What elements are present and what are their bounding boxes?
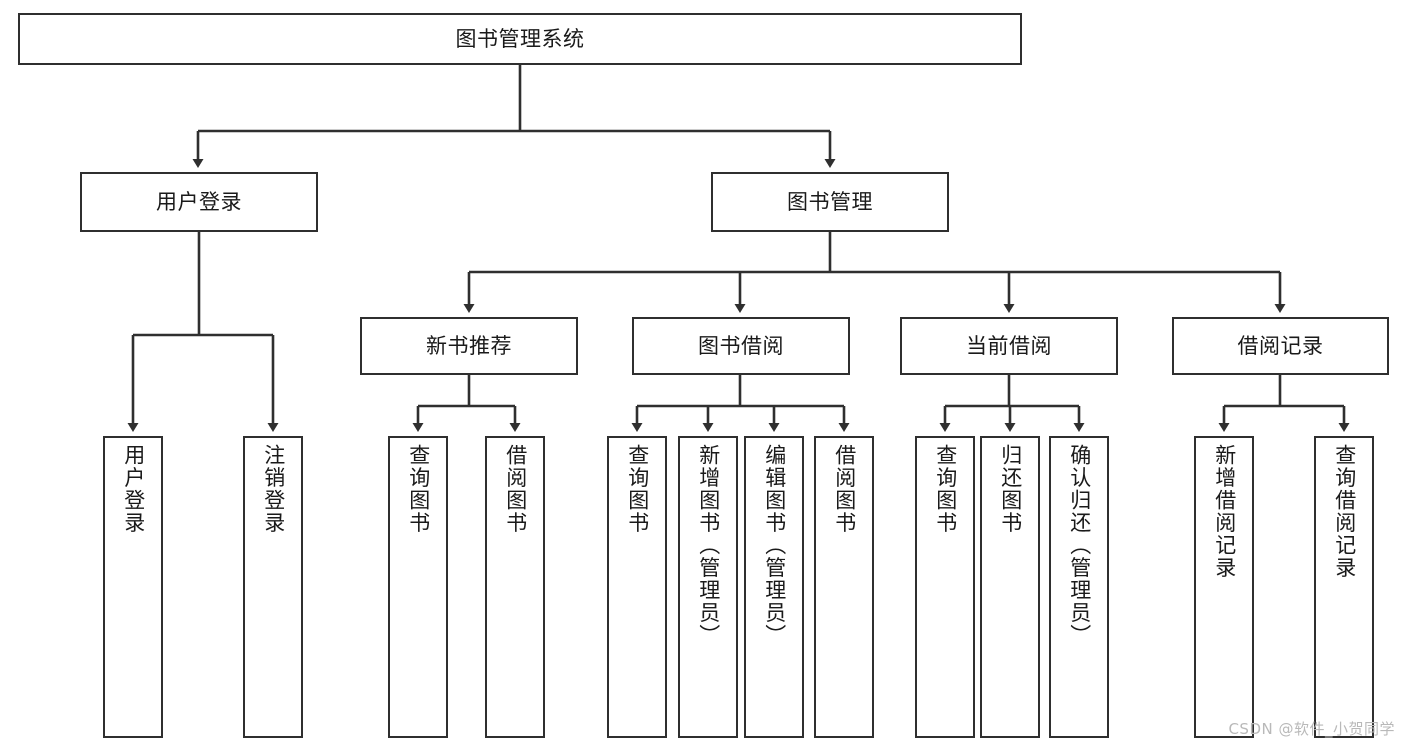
node-label: 查询图书	[406, 444, 431, 534]
node-book-borrow[interactable]: 图书借阅	[632, 317, 850, 375]
node-label: 用户登录	[121, 444, 146, 534]
node-root-book-management-system[interactable]: 图书管理系统	[18, 13, 1022, 65]
leaf-record-add-borrow-record[interactable]: 新增借阅记录	[1194, 436, 1254, 738]
leaf-borrow-query-book[interactable]: 查询图书	[607, 436, 667, 738]
node-label: 用户登录	[156, 189, 242, 214]
node-label: 借阅图书	[503, 444, 528, 534]
leaf-current-confirm-return-admin[interactable]: 确认归还（管理员）	[1049, 436, 1109, 738]
node-label: 当前借阅	[966, 333, 1052, 358]
node-user-login[interactable]: 用户登录	[80, 172, 318, 232]
node-new-book-recommend[interactable]: 新书推荐	[360, 317, 578, 375]
leaf-recommend-borrow-book[interactable]: 借阅图书	[485, 436, 545, 738]
leaf-current-return-book[interactable]: 归还图书	[980, 436, 1040, 738]
watermark: CSDN @软件_小贺同学	[1228, 720, 1395, 738]
node-label: 归还图书	[998, 444, 1023, 534]
node-label: 新增图书（管理员）	[696, 444, 721, 647]
node-borrow-record[interactable]: 借阅记录	[1172, 317, 1389, 375]
node-label: 图书管理系统	[455, 26, 585, 51]
node-current-borrow[interactable]: 当前借阅	[900, 317, 1118, 375]
leaf-record-query-borrow-record[interactable]: 查询借阅记录	[1314, 436, 1374, 738]
leaf-borrow-add-book-admin[interactable]: 新增图书（管理员）	[678, 436, 738, 738]
leaf-borrow-edit-book-admin[interactable]: 编辑图书（管理员）	[744, 436, 804, 738]
node-label: 确认归还（管理员）	[1067, 444, 1092, 647]
node-label: 借阅记录	[1237, 333, 1324, 358]
node-label: 新书推荐	[426, 333, 512, 358]
node-label: 编辑图书（管理员）	[762, 444, 787, 647]
node-label: 图书管理	[787, 189, 873, 214]
node-label: 查询图书	[625, 444, 650, 534]
node-label: 注销登录	[261, 444, 286, 534]
leaf-user-login[interactable]: 用户登录	[103, 436, 163, 738]
leaf-borrow-borrow-book[interactable]: 借阅图书	[814, 436, 874, 738]
node-label: 图书借阅	[698, 333, 784, 358]
leaf-current-query-book[interactable]: 查询图书	[915, 436, 975, 738]
node-book-management[interactable]: 图书管理	[711, 172, 949, 232]
node-label: 查询图书	[933, 444, 958, 534]
leaf-recommend-query-book[interactable]: 查询图书	[388, 436, 448, 738]
leaf-logout[interactable]: 注销登录	[243, 436, 303, 738]
node-label: 新增借阅记录	[1212, 444, 1237, 579]
node-label: 查询借阅记录	[1332, 444, 1357, 579]
node-label: 借阅图书	[832, 444, 857, 534]
